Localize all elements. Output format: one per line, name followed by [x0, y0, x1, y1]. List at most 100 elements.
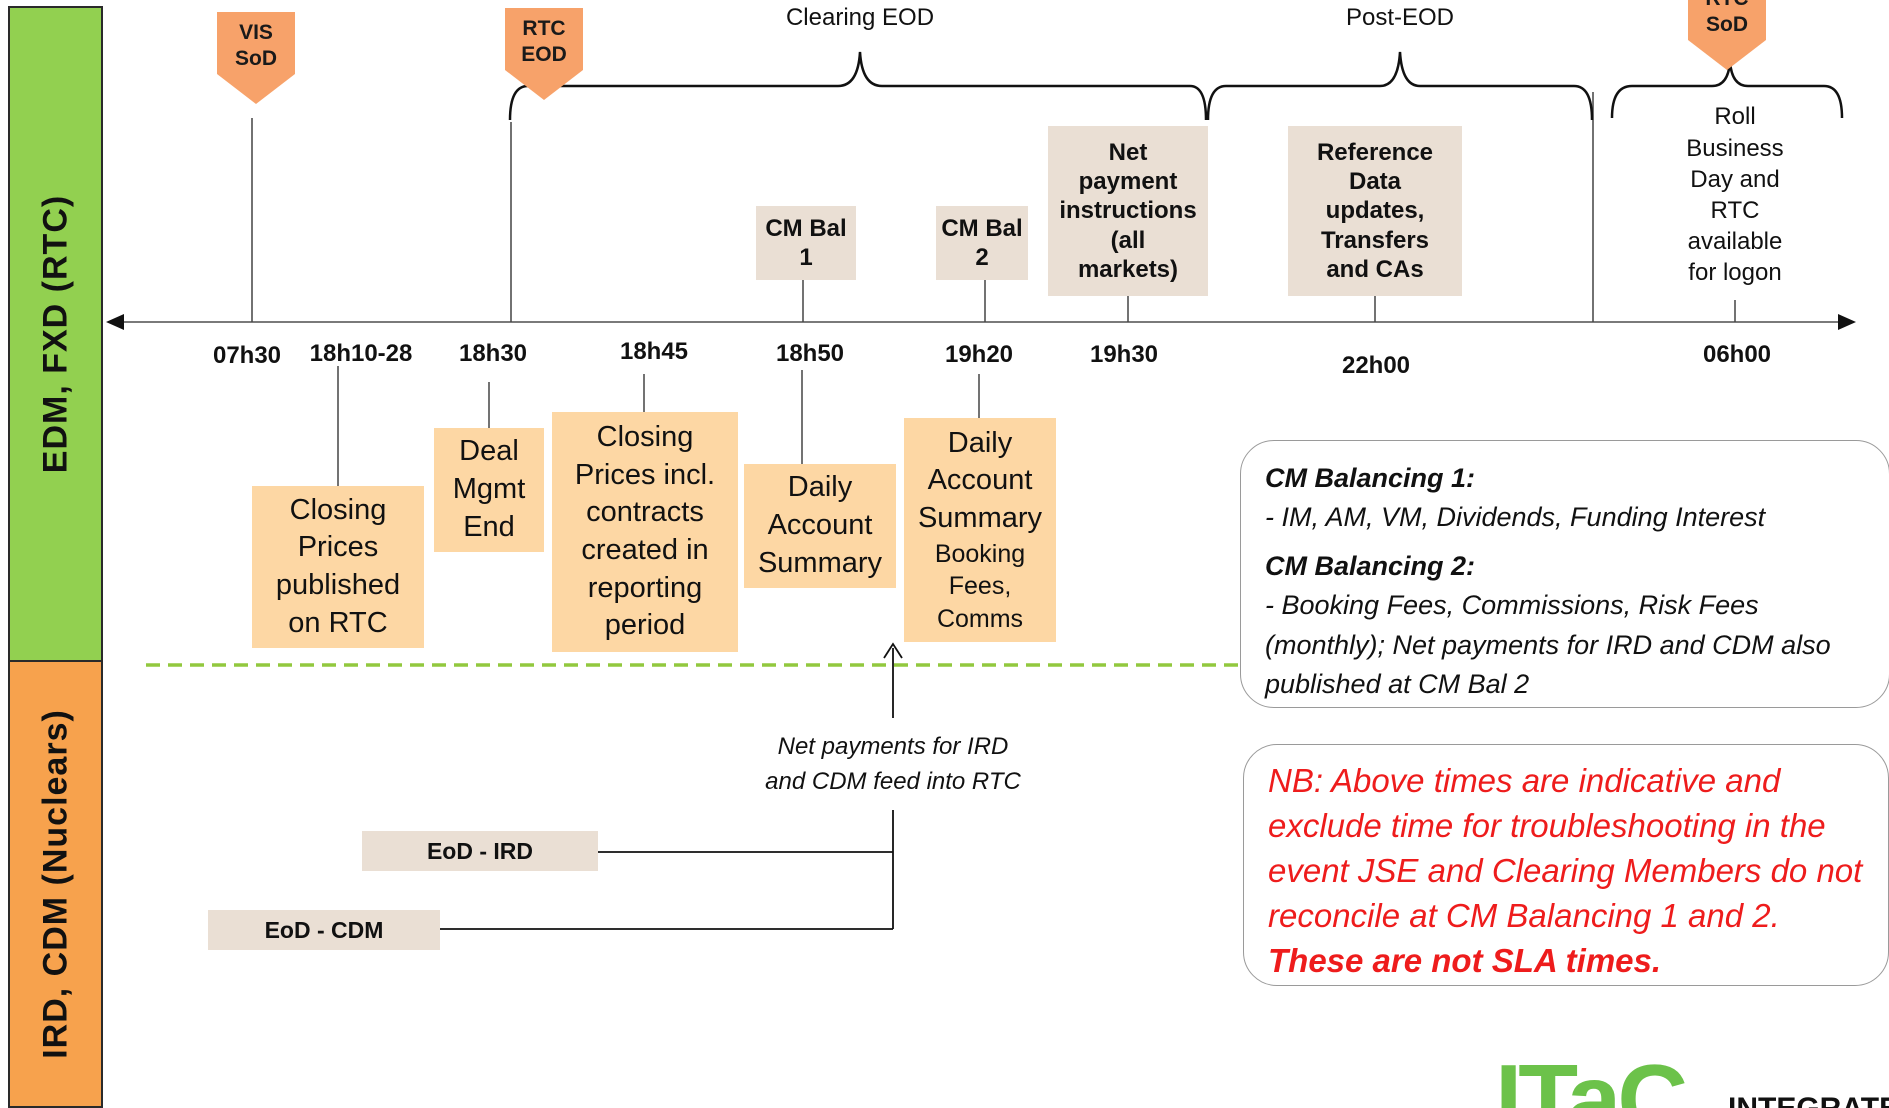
- band-ird-cdm: IRD, CDM (Nuclears): [8, 660, 103, 1108]
- box-line: Reference: [1316, 138, 1434, 166]
- box-line: Closing: [289, 493, 387, 526]
- box-ref-data: Reference Data updates, Transfers and CA…: [1288, 126, 1462, 296]
- feed-note-line: Net payments for IRD: [777, 733, 1009, 760]
- time-2200: 22h00: [1341, 352, 1411, 379]
- logo-mark: ITaC: [1495, 1050, 1688, 1108]
- box-line: Daily: [787, 471, 853, 504]
- band-edm-fxd: EDM, FXD (RTC): [8, 6, 103, 662]
- box-line: CM Bal: [941, 214, 1023, 242]
- box-net-payment: Net payment instructions (all markets): [1048, 126, 1208, 296]
- box-line: and CAs: [1326, 255, 1424, 283]
- box-line: Net: [1108, 138, 1148, 166]
- box-line: Account: [927, 464, 1033, 497]
- box-line-small: Fees,: [948, 572, 1012, 601]
- note-line-1: - IM, AM, VM, Dividends, Funding Interes…: [1265, 502, 1766, 533]
- box-line: Business: [1686, 134, 1784, 162]
- box-line: published: [275, 569, 401, 601]
- box-line: Day and: [1690, 165, 1780, 193]
- box-line: contracts: [586, 496, 704, 529]
- box-eod-cdm: EoD - CDM: [208, 910, 440, 950]
- marker-line: SoD: [1706, 13, 1748, 37]
- nb-strong-text: These are not SLA times.: [1268, 941, 1662, 979]
- box-line: Deal: [459, 435, 519, 468]
- marker-vis-sod: VIS SoD: [217, 12, 295, 104]
- box-line: Data: [1348, 168, 1402, 196]
- box-line: Summary: [757, 546, 883, 579]
- box-line: Transfers: [1320, 226, 1430, 254]
- box-deal-mgmt-end: Deal Mgmt End: [434, 428, 544, 552]
- time-1850: 18h50: [775, 340, 845, 367]
- box-line: reporting: [587, 571, 703, 604]
- brace-post-eod: [1206, 51, 1594, 121]
- box-line: Daily: [947, 426, 1013, 459]
- box-line: instructions: [1059, 197, 1197, 225]
- time-1810-28: 18h10-28: [309, 340, 413, 367]
- marker-rtc-sod: RTC SoD: [1688, 0, 1766, 70]
- note-line-2: - Booking Fees, Commissions, Risk Fees (…: [1265, 590, 1831, 699]
- marker-vis-sod-text: VIS SoD: [217, 20, 295, 73]
- time-0600: 06h00: [1702, 341, 1772, 368]
- logo-wordmark: INTEGRATE: [1728, 1094, 1889, 1108]
- box-eod-ird: EoD - IRD: [362, 831, 598, 871]
- box-line: Account: [767, 509, 873, 542]
- marker-shape: [217, 12, 295, 104]
- marker-rtc-eod: RTC EOD: [505, 8, 583, 100]
- box-line: Roll: [1714, 103, 1756, 131]
- box-line: Prices incl.: [574, 458, 716, 491]
- box-line: payment: [1078, 168, 1178, 196]
- time-1920: 19h20: [944, 341, 1014, 368]
- note-heading-2: CM Balancing 2:: [1265, 551, 1476, 582]
- box-roll-business-day: Roll Business Day and RTC available for …: [1650, 96, 1820, 294]
- box-line: RTC: [1710, 197, 1760, 224]
- marker-line: EOD: [521, 43, 567, 67]
- phase-clearing-eod: Clearing EOD: [785, 4, 935, 31]
- box-daily-account-summary-2: Daily Account Summary Booking Fees, Comm…: [904, 418, 1056, 642]
- time-1845: 18h45: [619, 338, 689, 365]
- box-line: period: [604, 609, 686, 642]
- box-line-small: Comms: [936, 604, 1024, 633]
- box-line: markets): [1077, 255, 1179, 283]
- note-heading-1: CM Balancing 1:: [1265, 463, 1476, 493]
- box-line: updates,: [1325, 197, 1425, 225]
- marker-line: SoD: [235, 47, 277, 71]
- note-nb-disclaimer: NB: Above times are indicative and exclu…: [1243, 744, 1889, 986]
- box-line: on RTC: [288, 606, 388, 639]
- marker-rtc-sod-text: RTC SoD: [1688, 0, 1766, 39]
- box-line: CM Bal: [765, 214, 847, 242]
- connector-arrowhead: [883, 642, 903, 659]
- box-line: 1: [799, 244, 813, 271]
- box-closing-prices-incl: Closing Prices incl. contracts created i…: [552, 412, 738, 652]
- box-line: Closing: [596, 420, 694, 453]
- marker-shape: [1688, 0, 1766, 70]
- axis-arrow-left: [106, 314, 124, 330]
- box-daily-account-summary: Daily Account Summary: [744, 464, 896, 588]
- box-line: End: [463, 510, 515, 543]
- marker-line: RTC: [1688, 0, 1766, 12]
- box-line-small: Booking: [934, 539, 1026, 568]
- box-line: created in: [581, 534, 709, 566]
- time-0730: 07h30: [212, 342, 282, 369]
- box-line: for logon: [1688, 259, 1782, 287]
- note-cm-balancing: CM Balancing 1: - IM, AM, VM, Dividends,…: [1240, 440, 1889, 708]
- box-line: 2: [975, 244, 989, 271]
- marker-rtc-eod-text: RTC EOD: [505, 16, 583, 69]
- phase-post-eod: Post-EOD: [1345, 4, 1455, 31]
- box-line: Prices: [297, 531, 379, 564]
- marker-shape: [505, 8, 583, 100]
- brace-clearing-eod: [508, 51, 1208, 121]
- box-line: Summary: [917, 502, 1043, 535]
- itac-logo: ITaC INTEGRATE: [1495, 1050, 1889, 1108]
- time-1830: 18h30: [458, 340, 528, 367]
- feed-note-line: and CDM feed into RTC: [765, 767, 1021, 795]
- time-1930: 19h30: [1089, 341, 1159, 368]
- box-line: (all: [1110, 226, 1146, 254]
- feed-note: Net payments for IRD and CDM feed into R…: [748, 730, 1038, 800]
- box-cm-bal-2: CM Bal 2: [936, 206, 1028, 280]
- marker-line: VIS: [239, 21, 273, 44]
- box-closing-prices: Closing Prices published on RTC: [252, 486, 424, 648]
- marker-line: RTC: [522, 17, 566, 40]
- axis-arrow-right: [1838, 314, 1856, 330]
- box-line: available: [1687, 228, 1783, 256]
